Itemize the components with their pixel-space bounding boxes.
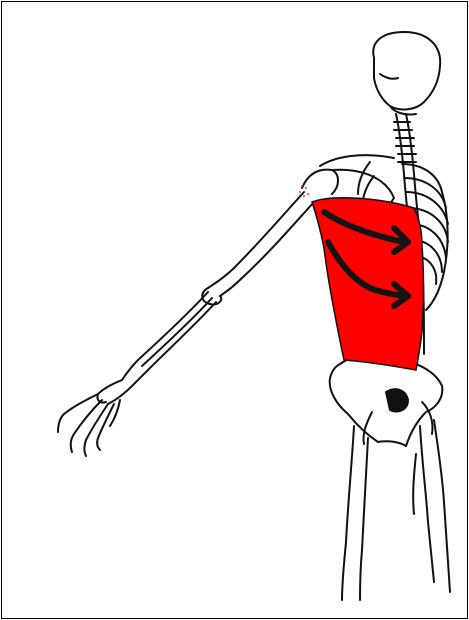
pelvis xyxy=(330,355,443,446)
shoulder xyxy=(302,155,394,194)
skull xyxy=(373,32,440,115)
legs xyxy=(342,420,450,600)
hand xyxy=(58,380,132,456)
forearm xyxy=(122,292,216,386)
humerus xyxy=(202,192,314,304)
